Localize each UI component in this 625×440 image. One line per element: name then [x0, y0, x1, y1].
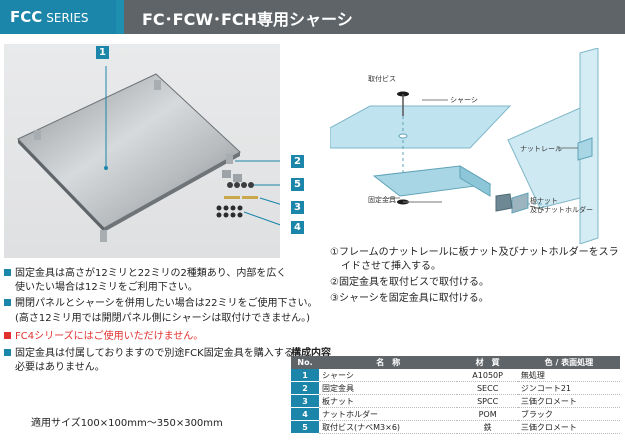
series-rest: SERIES [46, 11, 89, 25]
table-row: 5 取付ビス(ナベM3×6) 鉄 三価クロメート [291, 420, 620, 434]
label-chassis: シャーシ [450, 96, 478, 104]
bullet-square [4, 299, 11, 306]
note-line: 使いたい場合は12ミリをご利用下さい。 [15, 282, 198, 293]
components-table: No. 名 称 材 質 色 / 表面処理 1 シャーシ A1050P 無処理 2… [291, 356, 620, 434]
note-line: (高さ12ミリ用では開閉パネル側にシャーシは取付けできません。) [15, 313, 311, 324]
callout-4: 4 [291, 221, 304, 234]
chassis-panel [330, 105, 512, 149]
step-2: ②固定金具を取付ビスで取付ける。 [330, 277, 489, 288]
callout-1: 1 [96, 46, 109, 59]
nut-holder [495, 193, 513, 212]
plate-nut [511, 192, 529, 214]
title-bar [124, 0, 625, 34]
table-row: 2 固定金具 SECC ジンコート21 [291, 381, 620, 395]
plate-nuts [224, 196, 258, 199]
note-line: 必要はありません。 [15, 362, 105, 373]
label-screw: 取付ビス [368, 75, 396, 83]
table-row: 4 ナットホルダー POM ブラック [291, 407, 620, 421]
label-nut-holder: 及びナットホルダー [530, 206, 593, 214]
table-row: 1 シャーシ A1050P 無処理 [291, 369, 620, 382]
page-title: FC･FCW･FCH専用シャーシ [142, 10, 353, 29]
bullet-square [4, 269, 11, 276]
callout-5: 5 [291, 178, 304, 191]
callout-2: 2 [291, 155, 304, 168]
product-photo [4, 44, 290, 258]
series-bold: FCC [10, 8, 43, 26]
components-title: 構成内容 [291, 348, 331, 359]
table-header: No. 名 称 材 質 色 / 表面処理 [291, 356, 620, 369]
screws [227, 182, 254, 188]
nut-holders [216, 205, 243, 218]
label-nut-rail: ナットレール [520, 145, 562, 153]
note-warning: FC4シリーズにはご使用いただけません。 [4, 330, 203, 344]
bullet-square [4, 332, 11, 339]
bullet-square [4, 349, 11, 356]
step-1-cont: イドさせて挿入する。 [341, 261, 441, 272]
step-3: ③シャーシを固定金具に取付ける。 [330, 293, 489, 304]
callout-3: 3 [291, 201, 304, 214]
fixing-brackets [222, 170, 242, 182]
note-line: 固定金具は高さが12ミリと22ミリの2種類あり、内部を広く [4, 267, 286, 281]
note-line: 開閉パネルとシャーシを併用したい場合は22ミリをご使用下さい。 [4, 297, 318, 311]
chassis-plate-illustration [17, 66, 290, 242]
label-plate-nut: 板ナット [530, 197, 558, 205]
step-1: ①フレームのナットレールに板ナット及びナットホルダーをスラ [330, 247, 619, 258]
table-row: 3 板ナット SPCC 三価クロメート [291, 394, 620, 408]
note-line: 固定金具は付属しておりますので別途FCK固定金具を購入する [4, 347, 294, 361]
applicable-size: 適用サイズ100×100mm～350×300mm [31, 418, 223, 429]
assembly-diagram [330, 48, 599, 244]
label-bracket: 固定金具 [368, 196, 396, 204]
